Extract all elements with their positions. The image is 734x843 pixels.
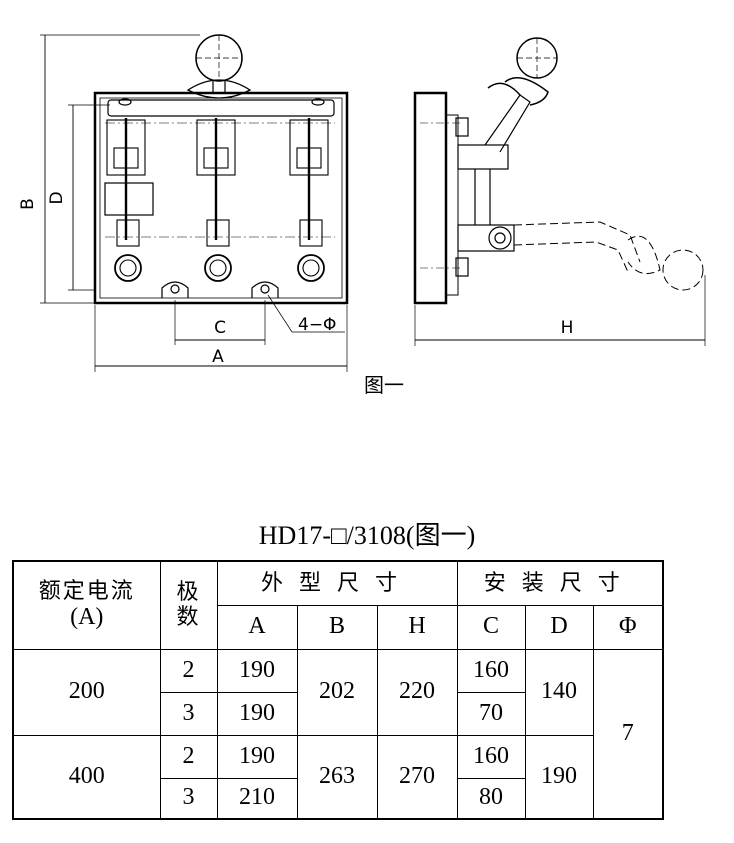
cell-D: 140 [524, 648, 594, 736]
cell-phi: 7 [592, 648, 664, 820]
header-col-phi: Φ [592, 604, 664, 650]
table-row: 200 2 190 202 220 160 140 7 [12, 648, 664, 820]
front-view [40, 34, 349, 372]
cell-current: 400 [12, 734, 161, 820]
header-col-C: C [456, 604, 526, 650]
header-rated-current-unit: (A) [70, 604, 104, 631]
technical-drawing: B D C A 4−Φ H 图一 [18, 34, 706, 397]
cell-poles: 3 [159, 691, 218, 736]
cell-H: 270 [376, 734, 458, 820]
cell-C: 80 [456, 777, 526, 820]
header-col-D: D [524, 604, 594, 650]
header-col-H: H [376, 604, 458, 650]
cell-B: 202 [296, 648, 378, 736]
table-row: 3 190 70 [13, 691, 663, 736]
cell-C: 160 [456, 648, 526, 693]
spec-table: 额定电流 (A) 极 数 外型尺寸 安装尺寸 A B H C D Φ 200 2… [12, 560, 665, 820]
dim-label-B: B [18, 198, 38, 210]
header-poles: 极 数 [159, 560, 218, 650]
table-row: 400 2 190 263 270 160 190 [12, 734, 663, 820]
dim-label-C: C [214, 318, 226, 338]
header-rated-current-label: 额定电流 [38, 578, 135, 604]
figure-caption: 图一 [364, 373, 404, 397]
header-install-dimensions: 安装尺寸 [456, 560, 664, 606]
dim-label-A: A [212, 347, 224, 367]
cell-poles: 3 [159, 777, 218, 820]
table-title: HD17-□/3108(图一) [258, 521, 476, 550]
cell-A: 190 [216, 734, 298, 779]
header-poles-line1: 极 [176, 579, 201, 605]
cell-B: 263 [296, 734, 378, 820]
cell-H: 220 [376, 648, 458, 736]
side-view [413, 37, 706, 346]
cell-A: 190 [216, 648, 298, 693]
cell-C: 160 [456, 734, 526, 779]
cell-A: 190 [216, 691, 298, 736]
header-col-B: B [296, 604, 378, 650]
cell-A: 210 [216, 777, 298, 820]
header-col-A: A [216, 604, 298, 650]
cell-poles: 2 [159, 648, 218, 693]
dim-label-D: D [47, 191, 67, 204]
dim-label-hole: 4−Φ [298, 315, 336, 335]
header-rated-current: 额定电流 (A) [12, 560, 161, 650]
cell-current: 200 [12, 648, 161, 736]
table-row: 3 210 80 [13, 777, 663, 820]
cell-C: 70 [456, 691, 526, 736]
header-poles-line2: 数 [176, 605, 201, 631]
cell-poles: 2 [159, 734, 218, 779]
cell-D: 190 [524, 734, 594, 820]
dim-label-H: H [561, 318, 574, 338]
header-outline-dimensions: 外型尺寸 [216, 560, 458, 606]
